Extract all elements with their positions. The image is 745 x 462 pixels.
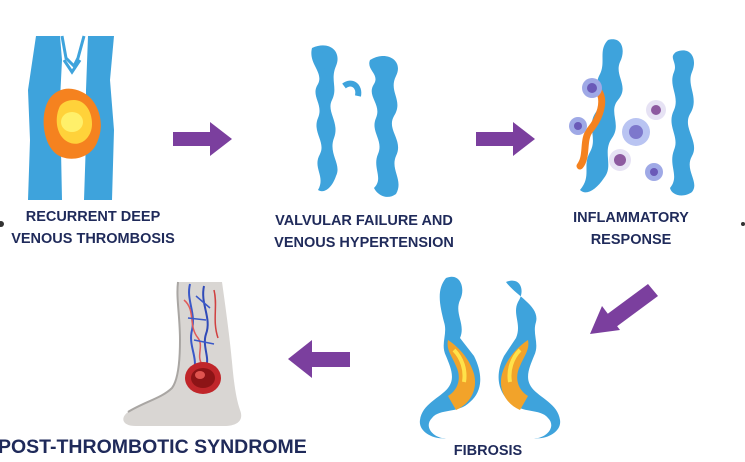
label-line: VENOUS THROMBOSIS [11, 231, 175, 247]
step-label-inflammatory-response: INFLAMMATORY RESPONSE [564, 207, 698, 251]
arrow-right-icon [476, 122, 535, 156]
label-line: FIBROSIS [453, 443, 523, 459]
edge-mark [741, 222, 745, 226]
step-label-valvular-failure: VALVULAR FAILURE AND VENOUS HYPERTENSION [252, 210, 476, 254]
arrow-down-left-icon [590, 284, 658, 334]
step-label-fibrosis: FIBROSIS [398, 440, 578, 462]
vein-thrombus-icon [28, 35, 114, 200]
step-label-recurrent-dvt: RECURRENT DEEP VENOUS THROMBOSIS [0, 206, 192, 250]
label-line: RECURRENT DEEP [25, 209, 161, 225]
edge-mark [0, 221, 4, 227]
label-line: VENOUS HYPERTENSION [274, 235, 454, 251]
arrow-left-icon [288, 340, 350, 378]
inflamed-vein-icon [569, 39, 695, 196]
ulcerated-leg-icon [123, 281, 242, 426]
damaged-veins-icon [311, 45, 399, 197]
label-line: POST-THROMBOTIC SYNDROME [0, 436, 307, 458]
label-line: VALVULAR FAILURE AND [275, 213, 453, 229]
step-label-post-thrombotic-syndrome: POST-THROMBOTIC SYNDROME [0, 433, 328, 461]
fibrotic-veins-icon [419, 276, 561, 439]
arrow-right-icon [173, 122, 232, 156]
label-line: INFLAMMATORY [573, 210, 689, 226]
label-line: RESPONSE [590, 232, 672, 248]
